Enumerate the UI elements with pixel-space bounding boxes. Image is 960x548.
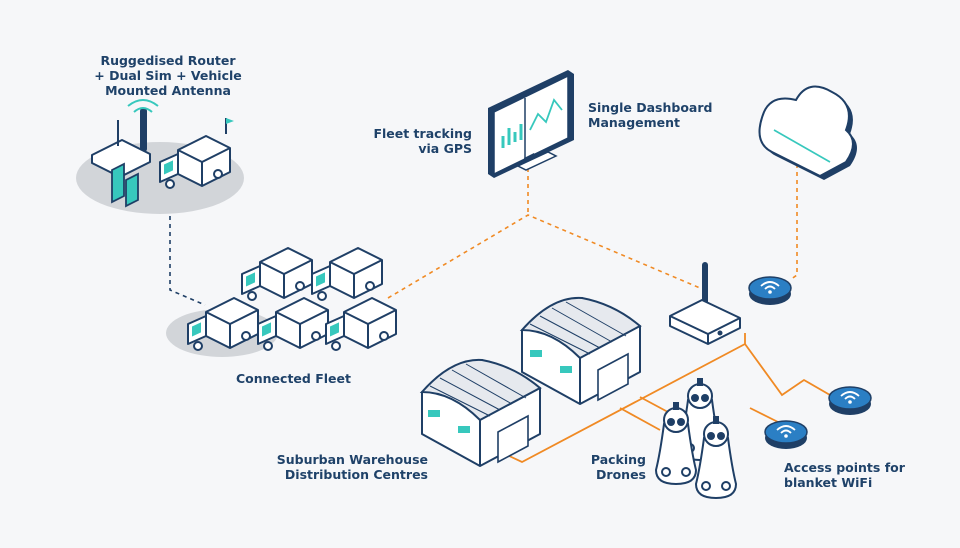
dashboard-monitor-illustration xyxy=(488,70,574,178)
connected-fleet-label: Connected Fleet xyxy=(236,371,351,386)
router-label: Ruggedised Router + Dual Sim + Vehicle M… xyxy=(94,53,242,98)
cloud-icon xyxy=(758,85,857,180)
access-points-label: Access points for blanket WiFi xyxy=(784,460,905,490)
cloud-access-point-icon xyxy=(748,276,792,306)
warehouse-front-illustration xyxy=(419,358,542,467)
warehouse-back-illustration xyxy=(519,296,642,405)
wifi-access-point-icon xyxy=(764,420,808,450)
warehouse-label: Suburban Warehouse Distribution Centres xyxy=(276,452,428,482)
ruggedised-router-illustration xyxy=(76,99,244,214)
fleet-tracking-label: Fleet tracking via GPS xyxy=(373,126,472,156)
connected-fleet-illustration xyxy=(166,247,397,357)
wifi-router-illustration xyxy=(669,262,741,345)
dashed-links xyxy=(169,140,798,306)
packing-drones-illustration xyxy=(655,377,737,499)
dashboard-label: Single Dashboard Management xyxy=(588,100,713,130)
drones-label: Packing Drones xyxy=(590,452,646,482)
wifi-access-point-icon xyxy=(828,386,872,416)
